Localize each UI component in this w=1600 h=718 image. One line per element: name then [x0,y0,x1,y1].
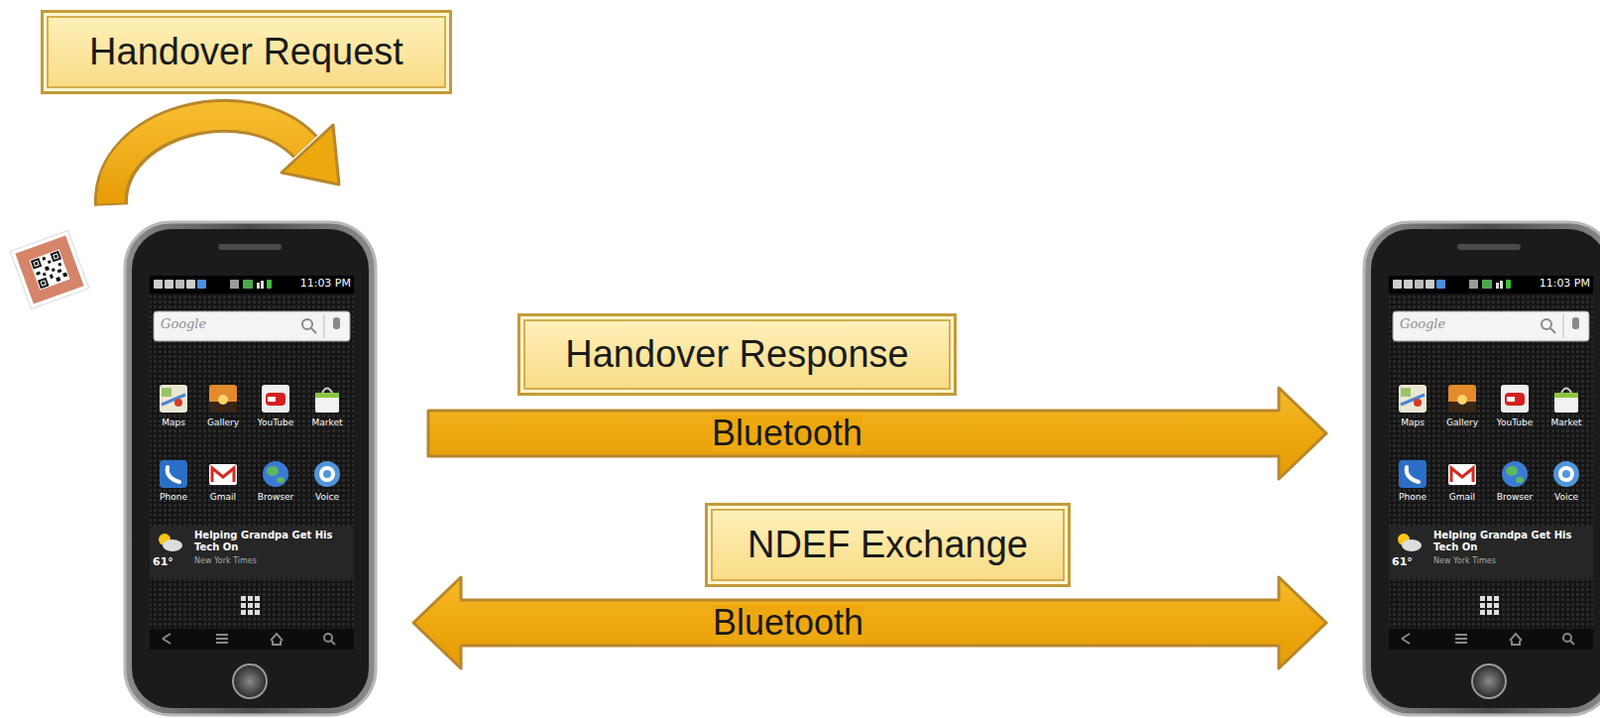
screen-text: Phone [1386,491,1439,502]
screen-text: New York Times [194,556,343,566]
screen-text: 11:03 PM [1510,277,1591,291]
screen-text: 61° [1391,556,1424,570]
screen-text: YouTube [249,417,302,428]
screen-text: Gmail [1436,491,1488,502]
screen-text: 61° [152,556,185,570]
curved-arrow-head [281,124,340,185]
screen-text: Phone [147,491,200,502]
screen-text: Google [1399,317,1489,333]
screen-text: Helping Grandpa Get His Tech On [1433,529,1583,553]
screen-text: Google [160,317,250,333]
screen-text: YouTube [1488,417,1541,428]
phone-node: 11:03 PM GoogleMapsGalleryYouTubeMarketPh… [122,220,378,718]
edge-label: Bluetooth [711,415,863,452]
step-box: Handover Response [517,313,957,396]
screen-text: New York Times [1433,556,1583,566]
screen-text: Maps [147,417,200,428]
bluetooth-arrow [413,576,1327,669]
bluetooth-arrow [428,387,1327,479]
phone-node: 11:03 PM GoogleMapsGalleryYouTubeMarketPh… [1362,220,1600,718]
screen-text: Browser [249,491,302,502]
screen-text: 11:03 PM [271,277,351,291]
screen-text: Market [301,417,353,428]
screen-text: Voice [1540,491,1593,502]
screen-text: Maps [1386,417,1439,428]
screen-text: Voice [301,491,353,502]
phone-illustration [122,220,378,718]
phone-illustration [1362,220,1600,718]
screen-text: Market [1540,417,1593,428]
screen-text: Helping Grandpa Get His Tech On [194,529,343,553]
step-box: NDEF Exchange [704,502,1071,587]
curved-arrow-band [111,115,306,204]
step-label: Handover Response [565,334,909,376]
screen-text: Gallery [1436,417,1488,428]
screen-text: Gmail [197,491,249,502]
step-label: Handover Request [89,31,404,74]
screen-text: Gallery [197,417,249,428]
curved-arrow-outline [111,115,306,206]
screen-text: Browser [1488,491,1541,502]
nfc-tag [9,229,89,309]
step-box: Handover Request [40,9,453,95]
step-label: NDEF Exchange [747,524,1029,567]
edge-label: Bluetooth [712,604,864,641]
